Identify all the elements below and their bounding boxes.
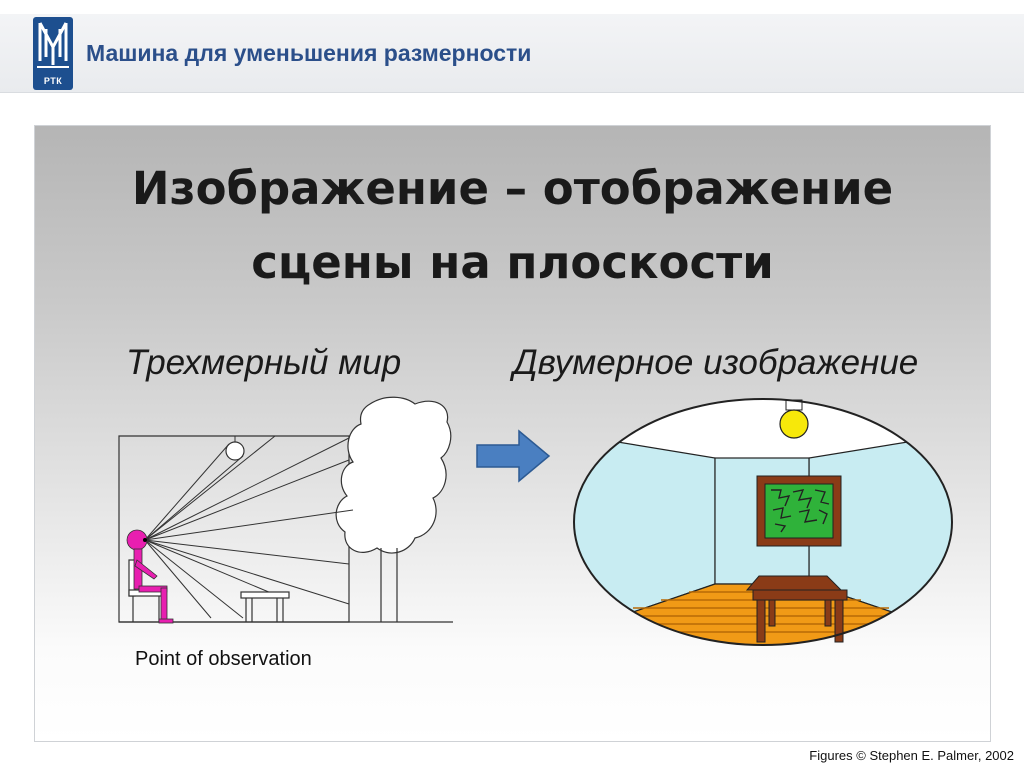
- slide-title: Изображение – отображение сцены на плоск…: [35, 152, 990, 300]
- bench-icon: [240, 591, 290, 622]
- two-d-image-illustration: [573, 398, 953, 646]
- slide-panel: Изображение – отображение сцены на плоск…: [34, 125, 991, 742]
- logo-emblem-icon: [37, 22, 69, 68]
- slide-title-line1: Изображение – отображение: [131, 162, 894, 215]
- image-oval-border: [573, 398, 953, 646]
- tree-icon: [335, 396, 452, 622]
- page-title: Машина для уменьшения размерности: [86, 40, 532, 66]
- left-heading: Трехмерный мир: [126, 343, 402, 382]
- figure-credits: Figures © Stephen E. Palmer, 2002: [809, 748, 1014, 763]
- right-arrow-icon: [476, 429, 551, 483]
- logo-text: РТК: [43, 76, 63, 86]
- slide-title-line2: сцены на плоскости: [251, 236, 774, 289]
- observer-person-icon: [126, 529, 174, 624]
- header-bar: РТК Машина для уменьшения размерности: [0, 0, 1024, 94]
- header-band: [0, 14, 1024, 93]
- table-icon: [745, 575, 848, 643]
- observation-caption: Point of observation: [135, 648, 312, 670]
- ceiling-lamp-icon: [779, 399, 809, 439]
- lamp-icon: [225, 436, 245, 461]
- right-heading: Двумерное изображение: [513, 343, 919, 382]
- eye-dot: [143, 538, 147, 542]
- sight-lines: [144, 435, 354, 619]
- logo: РТК: [33, 17, 73, 90]
- painting-icon: [756, 475, 842, 547]
- three-d-world-illustration: [118, 396, 453, 624]
